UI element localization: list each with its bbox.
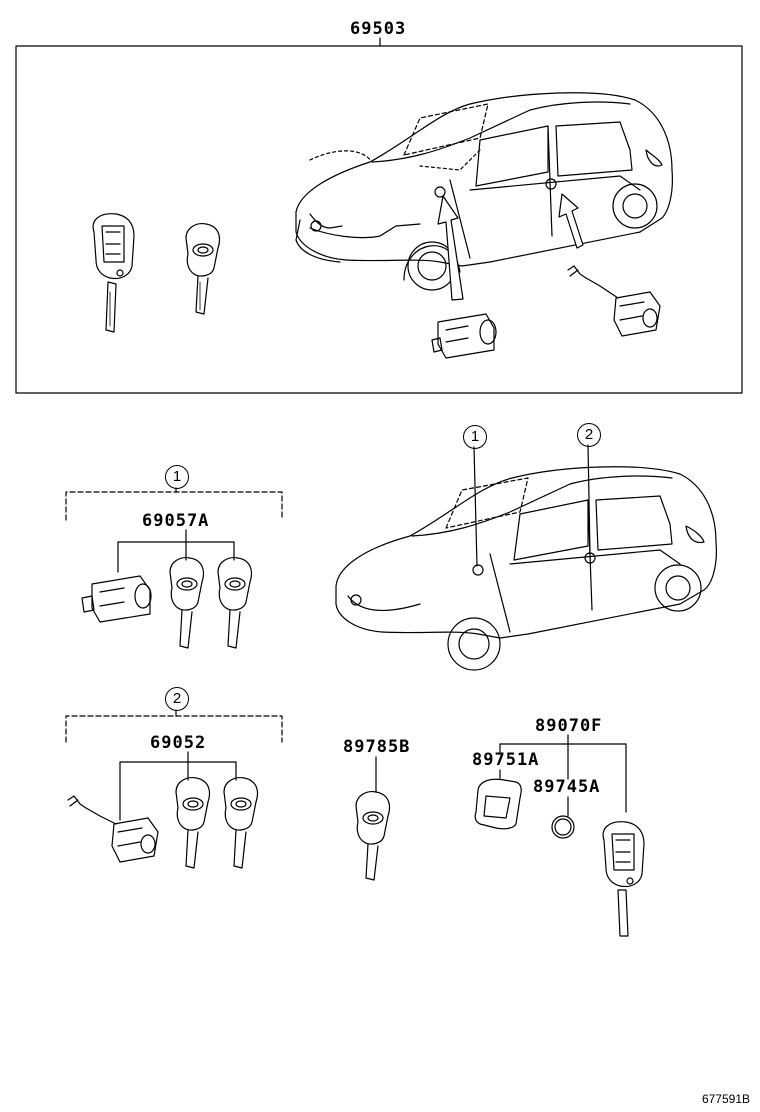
rear-door-lock-top — [568, 266, 660, 336]
front-lock-cylinder — [82, 576, 151, 622]
car-illustration-top — [296, 93, 672, 290]
key-89785b — [356, 757, 390, 880]
leader-lines-89070f — [500, 735, 626, 816]
battery-89745a — [552, 816, 574, 838]
label-89745a: 89745A — [533, 777, 601, 797]
bracket-rear-set — [66, 710, 282, 820]
bracket-front-set — [66, 488, 282, 572]
car-illustration-middle — [336, 445, 716, 670]
label-89751a: 89751A — [472, 750, 540, 770]
assembly-frame — [16, 38, 742, 393]
marker-circle-2-rear-set: 2 — [165, 687, 189, 711]
front-set-key-1 — [170, 558, 204, 648]
arrow-to-front-door — [438, 196, 463, 300]
master-key-top — [186, 224, 220, 314]
label-69057a: 69057A — [142, 511, 210, 531]
front-set-key-2 — [218, 558, 252, 648]
illustration-reference: 677591B — [701, 1092, 750, 1106]
marker-circle-1-front-set: 1 — [165, 465, 189, 489]
rear-set-key-2 — [224, 778, 258, 868]
door-lock-cylinder-top — [432, 314, 496, 358]
label-89785b: 89785B — [343, 737, 411, 757]
remote-key-89070f — [603, 822, 644, 936]
label-69503: 69503 — [350, 19, 407, 39]
remote-key-top — [93, 214, 134, 332]
marker-circle-1-car: 1 — [463, 425, 487, 449]
marker-circle-2-car: 2 — [577, 423, 601, 447]
rear-set-key-1 — [176, 778, 210, 868]
label-69052: 69052 — [150, 733, 207, 753]
arrow-to-rear-door — [559, 194, 583, 248]
label-89070f: 89070F — [535, 716, 603, 736]
transmitter-case-89751a — [475, 779, 521, 828]
rear-lock-with-rod — [68, 796, 158, 862]
